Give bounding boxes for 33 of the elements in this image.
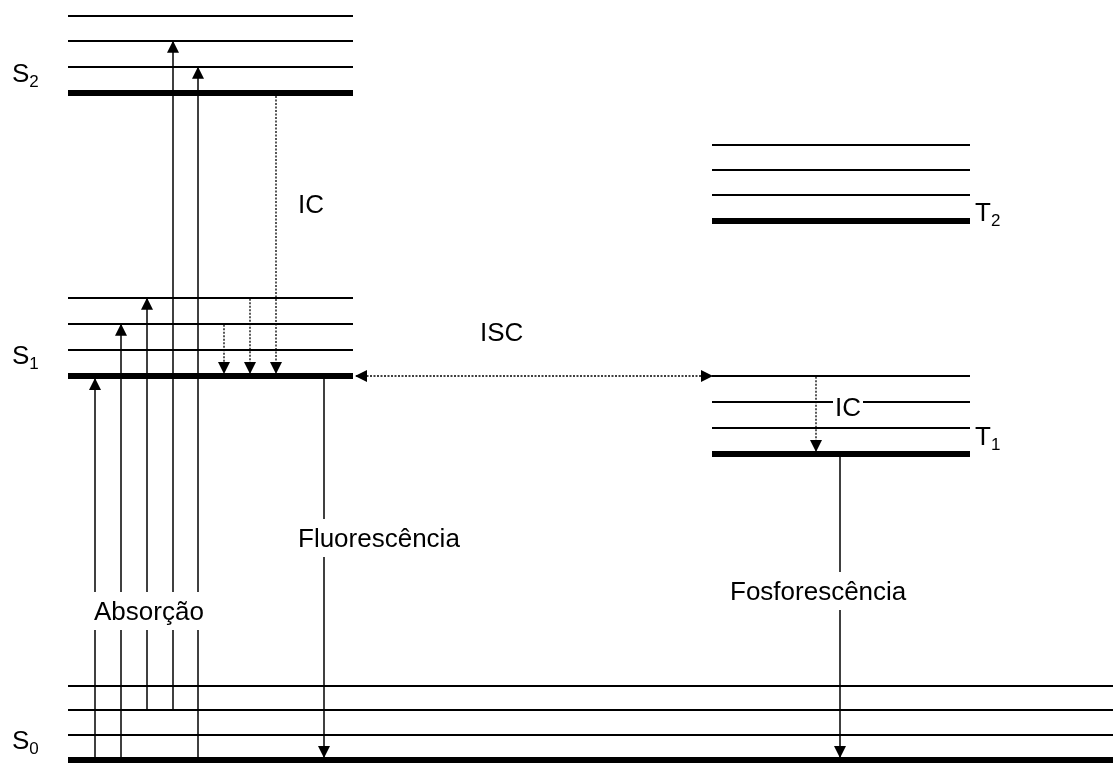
vibrational-level-line (68, 297, 353, 299)
transition-arrow (141, 297, 153, 710)
vibrational-level-line (712, 169, 970, 171)
state-label: S$_{2}$ (12, 58, 39, 93)
vibrational-level-line (712, 144, 970, 146)
vibrational-level-line (68, 349, 353, 351)
vibrational-level-line (712, 427, 970, 429)
vibrational-level-line (712, 375, 970, 377)
transition-arrow (810, 376, 822, 452)
vibrational-level-line (68, 323, 353, 325)
vibrational-level-line (68, 734, 1113, 736)
vibrational-level-line (68, 15, 353, 17)
transition-arrow (89, 378, 101, 758)
state-label: S$_{1}$ (12, 340, 39, 375)
state-label: T$_{2}$ (975, 197, 1001, 232)
transition-arrow (192, 66, 204, 758)
transition-arrow (834, 456, 846, 758)
vibrational-level-line (68, 709, 1113, 711)
transition-arrow (318, 378, 330, 758)
vibrational-level-line (68, 685, 1113, 687)
transition-arrow (244, 298, 256, 374)
vibrational-level-line (712, 194, 970, 196)
transition-arrow (167, 40, 179, 710)
transition-arrow (355, 370, 713, 382)
vibrational-level-line (712, 401, 970, 403)
process-label: Absorção (92, 592, 206, 630)
transition-arrow (218, 324, 230, 374)
state-label: T$_{1}$ (975, 421, 1001, 456)
vibrational-level-line (68, 66, 353, 68)
transition-arrow (115, 323, 127, 758)
transition-arrow (270, 95, 282, 374)
vibrational-level-line (68, 40, 353, 42)
state-label: S$_{0}$ (12, 725, 39, 760)
